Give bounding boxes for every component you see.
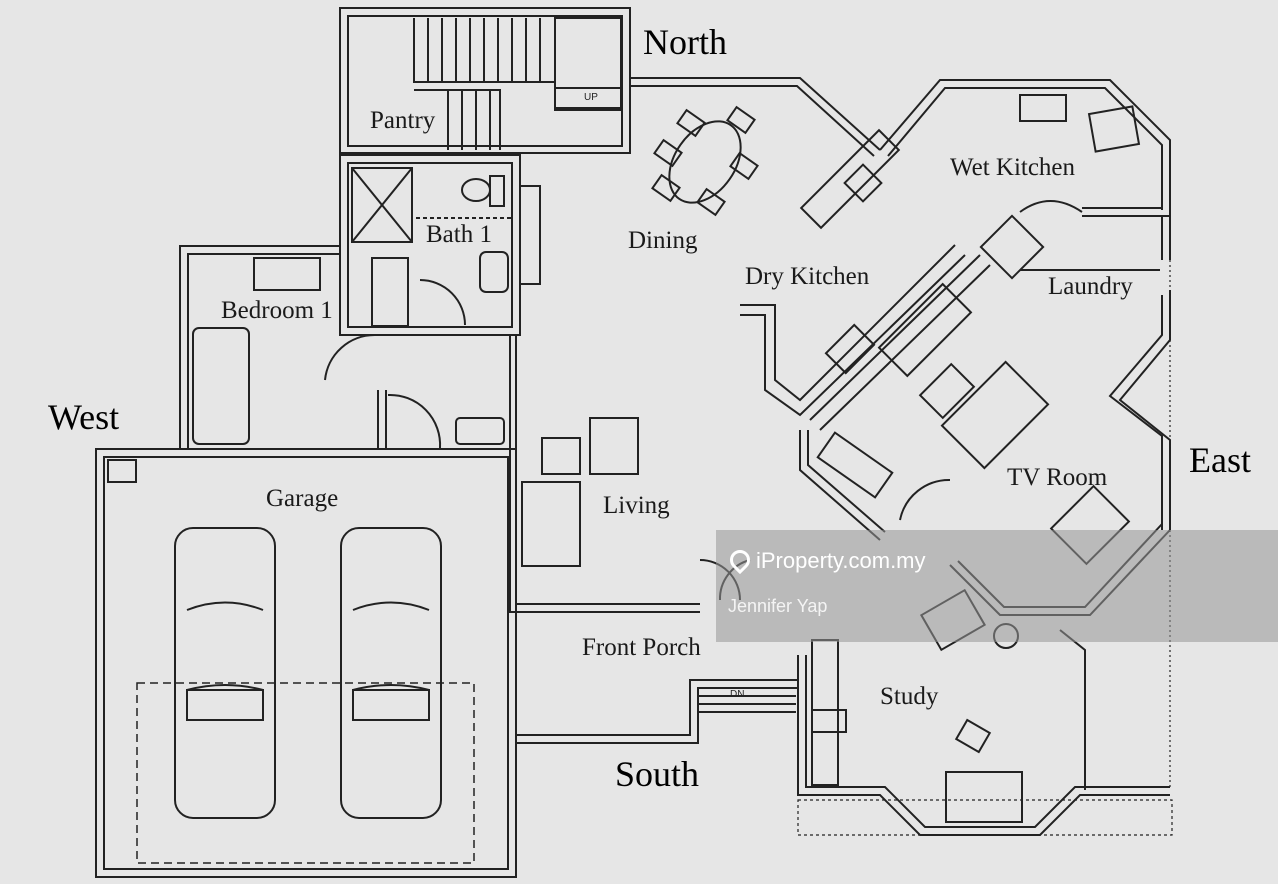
watermark-brand-text: iProperty.com.my bbox=[756, 548, 926, 573]
room-label-study: Study bbox=[880, 683, 939, 710]
watermark-brand: iProperty.com.my bbox=[725, 545, 926, 575]
room-label-dry-kitchen: Dry Kitchen bbox=[745, 263, 870, 290]
kitchen-walls bbox=[630, 77, 1171, 280]
direction-south: South bbox=[615, 754, 700, 794]
room-label-laundry: Laundry bbox=[1048, 273, 1133, 300]
room-label-dining: Dining bbox=[628, 227, 698, 254]
dry-kitchen-counter bbox=[740, 244, 991, 431]
bath-walls bbox=[339, 154, 541, 336]
stairs-up-label: UP bbox=[584, 92, 598, 103]
room-label-bedroom1: Bedroom 1 bbox=[221, 297, 333, 324]
pantry-stairs bbox=[339, 7, 631, 154]
stairs-down-label: DN bbox=[730, 689, 744, 700]
direction-east: East bbox=[1189, 440, 1251, 480]
direction-north: North bbox=[643, 22, 727, 62]
living-walls bbox=[455, 335, 751, 613]
exterior-dotted bbox=[515, 210, 1171, 790]
bedroom-walls bbox=[179, 245, 442, 449]
room-label-living: Living bbox=[603, 492, 670, 519]
car-left bbox=[174, 527, 276, 819]
garage-sink bbox=[107, 459, 137, 483]
watermark-agent: Jennifer Yap bbox=[728, 596, 828, 616]
room-label-garage: Garage bbox=[266, 485, 339, 512]
garage-walls bbox=[95, 448, 517, 878]
watermark-banner: iProperty.com.my Jennifer Yap bbox=[716, 530, 1278, 642]
room-label-front-porch: Front Porch bbox=[582, 634, 701, 661]
front-porch bbox=[516, 679, 798, 744]
room-label-pantry: Pantry bbox=[370, 107, 436, 134]
room-label-tv-room: TV Room bbox=[1007, 464, 1108, 491]
map-pin-icon bbox=[725, 545, 755, 575]
dining-table bbox=[651, 105, 759, 217]
room-label-bath1: Bath 1 bbox=[426, 221, 492, 248]
car-right bbox=[340, 527, 442, 819]
room-label-wet-kitchen: Wet Kitchen bbox=[950, 154, 1076, 181]
garage-parking-zone bbox=[136, 682, 475, 864]
direction-west: West bbox=[48, 397, 120, 437]
